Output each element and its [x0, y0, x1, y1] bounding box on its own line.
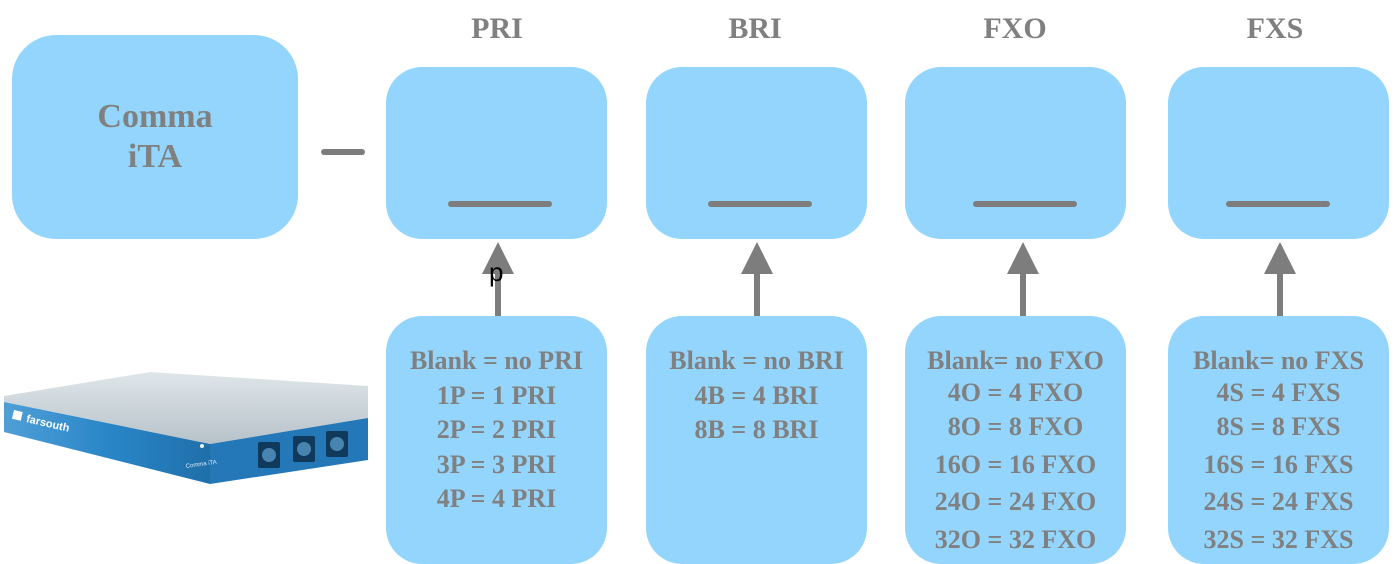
slot-box-pri	[386, 67, 607, 239]
device-photo: farsouth Comma iTA	[4, 372, 368, 484]
option-item: 1P = 1 PRI	[436, 380, 557, 410]
option-item: Blank = no PRI	[409, 346, 584, 375]
options-list-fxs: Blank= no FXS 4S = 4 FXS 8S = 8 FXS 16S …	[1168, 344, 1389, 558]
option-item: 16S = 16 FXS	[1203, 449, 1354, 479]
option-item: 24S = 24 FXS	[1203, 487, 1354, 516]
options-box-bri	[646, 316, 867, 564]
option-item: 8S = 8 FXS	[1216, 412, 1341, 441]
slot-blank-line-fxs	[1226, 201, 1330, 207]
slot-blank-line-bri	[708, 201, 812, 207]
option-item: Blank = no BRI	[669, 346, 844, 375]
option-item: 24O = 24 FXO	[934, 487, 1097, 516]
arrow-up-icon-pri	[482, 242, 514, 320]
option-item: 4S = 4 FXS	[1216, 378, 1341, 407]
comma-ita-label-line1: Comma	[97, 98, 213, 135]
header-bri: BRI	[728, 12, 782, 45]
option-item: 8O = 8 FXO	[947, 412, 1084, 441]
option-item: 4P = 4 PRI	[436, 484, 557, 513]
options-list-fxo: Blank= no FXO 4O = 4 FXO 8O = 8 FXO 16O …	[905, 344, 1126, 558]
option-item: Blank= no FXO	[927, 346, 1104, 375]
header-fxo: FXO	[983, 12, 1047, 45]
arrow-up-icon-bri	[741, 242, 773, 320]
option-item: 16O = 16 FXO	[934, 449, 1097, 479]
separator-dash	[321, 149, 365, 155]
option-item: 3P = 3 PRI	[436, 449, 557, 479]
option-item: 8B = 8 BRI	[694, 415, 819, 444]
device-model-text: Comma iTA	[185, 460, 217, 470]
slot-blank-line-pri	[448, 201, 552, 207]
comma-ita-label: Comma iTA	[12, 97, 298, 177]
header-fxs: FXS	[1246, 12, 1304, 45]
slot-box-fxs	[1168, 67, 1389, 239]
options-box-fxo	[905, 316, 1126, 564]
options-box-pri	[386, 316, 607, 564]
options-box-fxs	[1168, 316, 1389, 564]
stray-mark: p	[489, 257, 504, 287]
header-pri: PRI	[471, 12, 523, 45]
comma-ita-label-line2: iTA	[127, 138, 183, 175]
comma-ita-box: Comma iTA	[12, 35, 298, 239]
arrow-up-icon-fxo	[1007, 242, 1039, 320]
option-item: 4O = 4 FXO	[947, 378, 1084, 407]
arrow-up-icon-fxs	[1264, 242, 1296, 320]
option-item: Blank= no FXS	[1193, 346, 1364, 375]
option-item: 32O = 32 FXO	[934, 524, 1097, 554]
option-item: 4B = 4 BRI	[694, 380, 819, 410]
options-list-bri: Blank = no BRI 4B = 4 BRI 8B = 8 BRI	[646, 344, 867, 448]
option-item: 2P = 2 PRI	[436, 415, 557, 444]
slot-blank-line-fxo	[973, 201, 1077, 207]
option-item: 32S = 32 FXS	[1203, 524, 1354, 554]
options-list-pri: Blank = no PRI 1P = 1 PRI 2P = 2 PRI 3P …	[386, 344, 607, 517]
slot-box-fxo	[905, 67, 1126, 239]
slot-box-bri	[646, 67, 867, 239]
